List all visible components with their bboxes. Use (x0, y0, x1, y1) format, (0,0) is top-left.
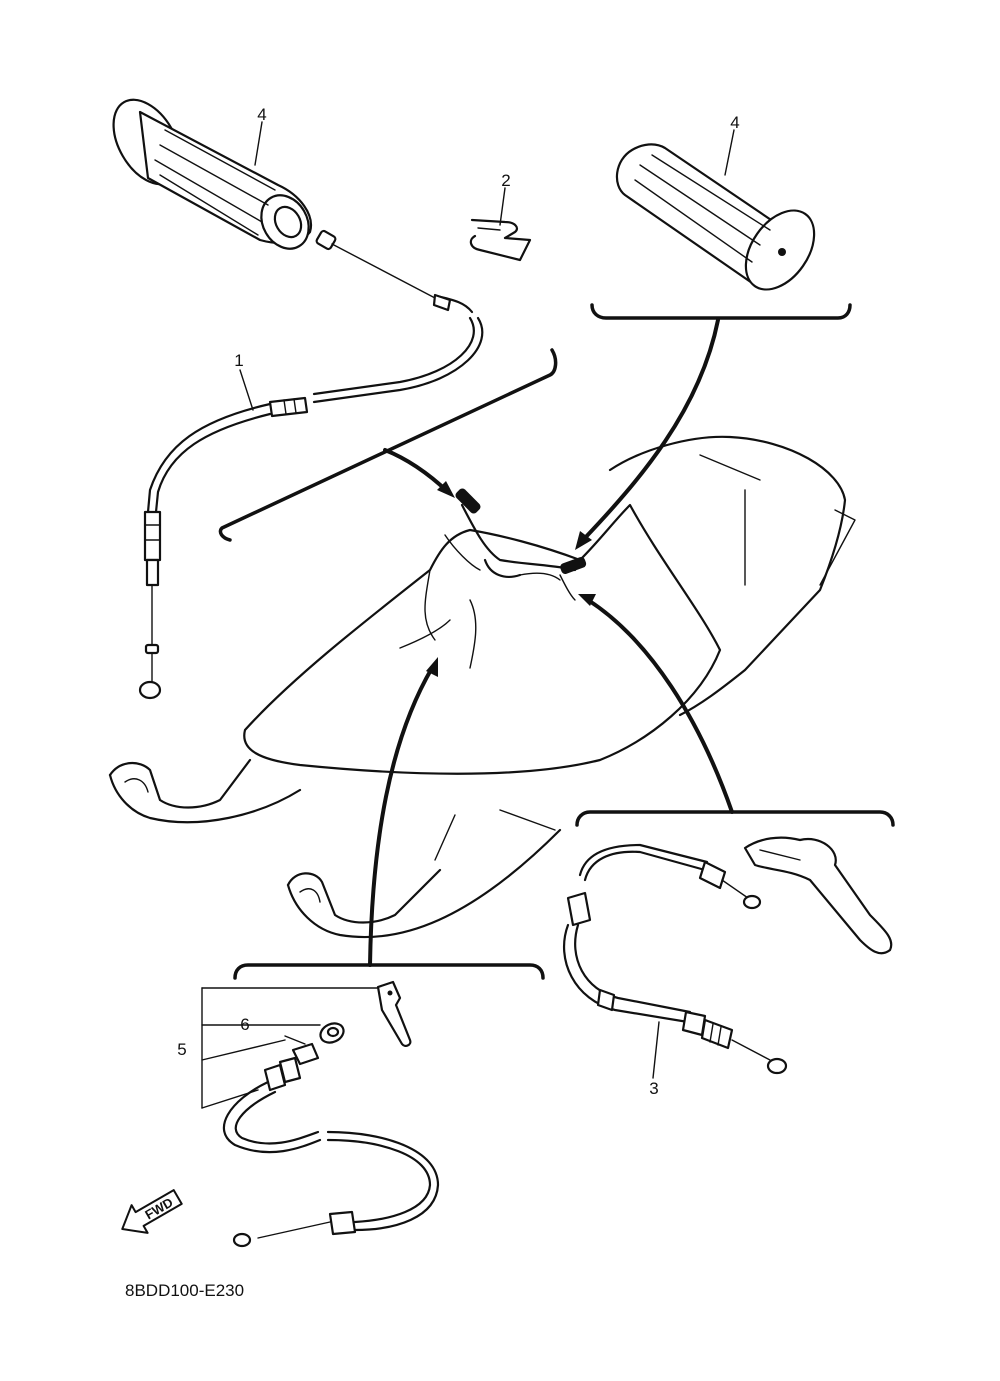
part-3-brake-cable (563, 836, 893, 1075)
right-grip-installed (560, 556, 587, 574)
right-ski (286, 868, 442, 924)
callout-leaders (239, 121, 735, 1079)
drawing-code: 8BDD100-E230 (125, 1281, 244, 1300)
callout-3-brake-cable: 3 (649, 1079, 658, 1098)
snowmobile-hood (243, 503, 722, 775)
callout-6-choke-nut: 6 (240, 1015, 249, 1034)
bracket-brake-group (575, 810, 895, 827)
fwd-arrow-icon: FWD (121, 1189, 183, 1234)
leader-arrows (368, 318, 734, 967)
part-4-left-grip (112, 98, 313, 250)
snowmobile-handlebar (460, 503, 577, 572)
part-5-choke-cable (201, 980, 440, 1248)
callout-1-throttle-cable: 1 (234, 351, 243, 370)
part-1-throttle-cable (138, 229, 484, 700)
snowmobile-illustration (108, 435, 856, 939)
group-brackets (218, 303, 895, 980)
bracket-choke-group (233, 963, 545, 980)
left-grip-installed (455, 488, 481, 514)
part-4-right-grip (615, 143, 816, 291)
snowmobile-seat (608, 435, 847, 717)
bracket-right-grip-group (590, 303, 852, 320)
callout-4-left-grip: 4 (257, 105, 266, 124)
callout-5-choke-cable: 5 (177, 1040, 186, 1059)
part-2-clip (469, 218, 532, 262)
left-ski (108, 758, 252, 809)
callout-2-clip: 2 (501, 171, 510, 190)
bracket-throttle-group (218, 348, 558, 542)
callout-4-right-grip: 4 (730, 113, 739, 132)
